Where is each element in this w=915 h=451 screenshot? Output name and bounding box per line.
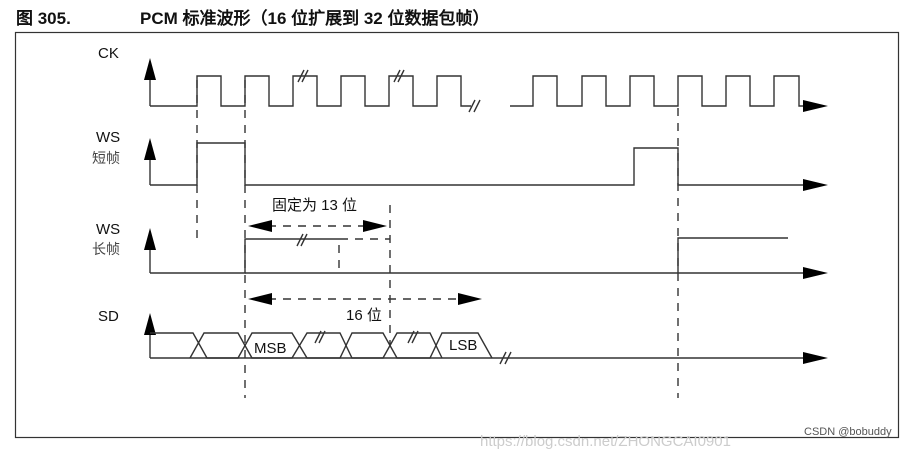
figure-title: PCM 标准波形（16 位扩展到 32 位数据包帧） [140,8,490,28]
watermark-url: https://blog.csdn.net/ZHONGCAI0901 [480,433,731,450]
ws-long-sublabel: 长帧 [92,241,120,257]
figure-number: 图 305. [16,9,71,28]
fixed-13-bit-span: 固定为 13 位 [248,197,387,232]
timing-guides [196,80,679,398]
ck-x-arrow [803,100,828,112]
ws-short-sublabel: 短帧 [92,150,120,166]
figure-frame [14,31,900,439]
ck-y-arrow [144,58,156,80]
ck-waveform [144,58,828,113]
sd-waveform: MSB LSB [144,313,828,365]
msb-label: MSB [254,340,287,357]
sd-label: SD [98,308,119,325]
watermark-credit: CSDN @bobuddy [804,426,892,438]
16-bit-span: 16 位 [248,293,482,324]
lsb-label: LSB [449,337,477,354]
ws-short-waveform [144,138,828,191]
ck-label: CK [98,45,119,62]
break-mark [297,69,481,113]
ws-long-waveform [144,228,828,279]
ws-long-label: WS [96,221,120,238]
fixed-13-label: 固定为 13 位 [272,197,357,214]
16-bit-label: 16 位 [346,307,382,324]
ws-short-label: WS [96,129,120,146]
